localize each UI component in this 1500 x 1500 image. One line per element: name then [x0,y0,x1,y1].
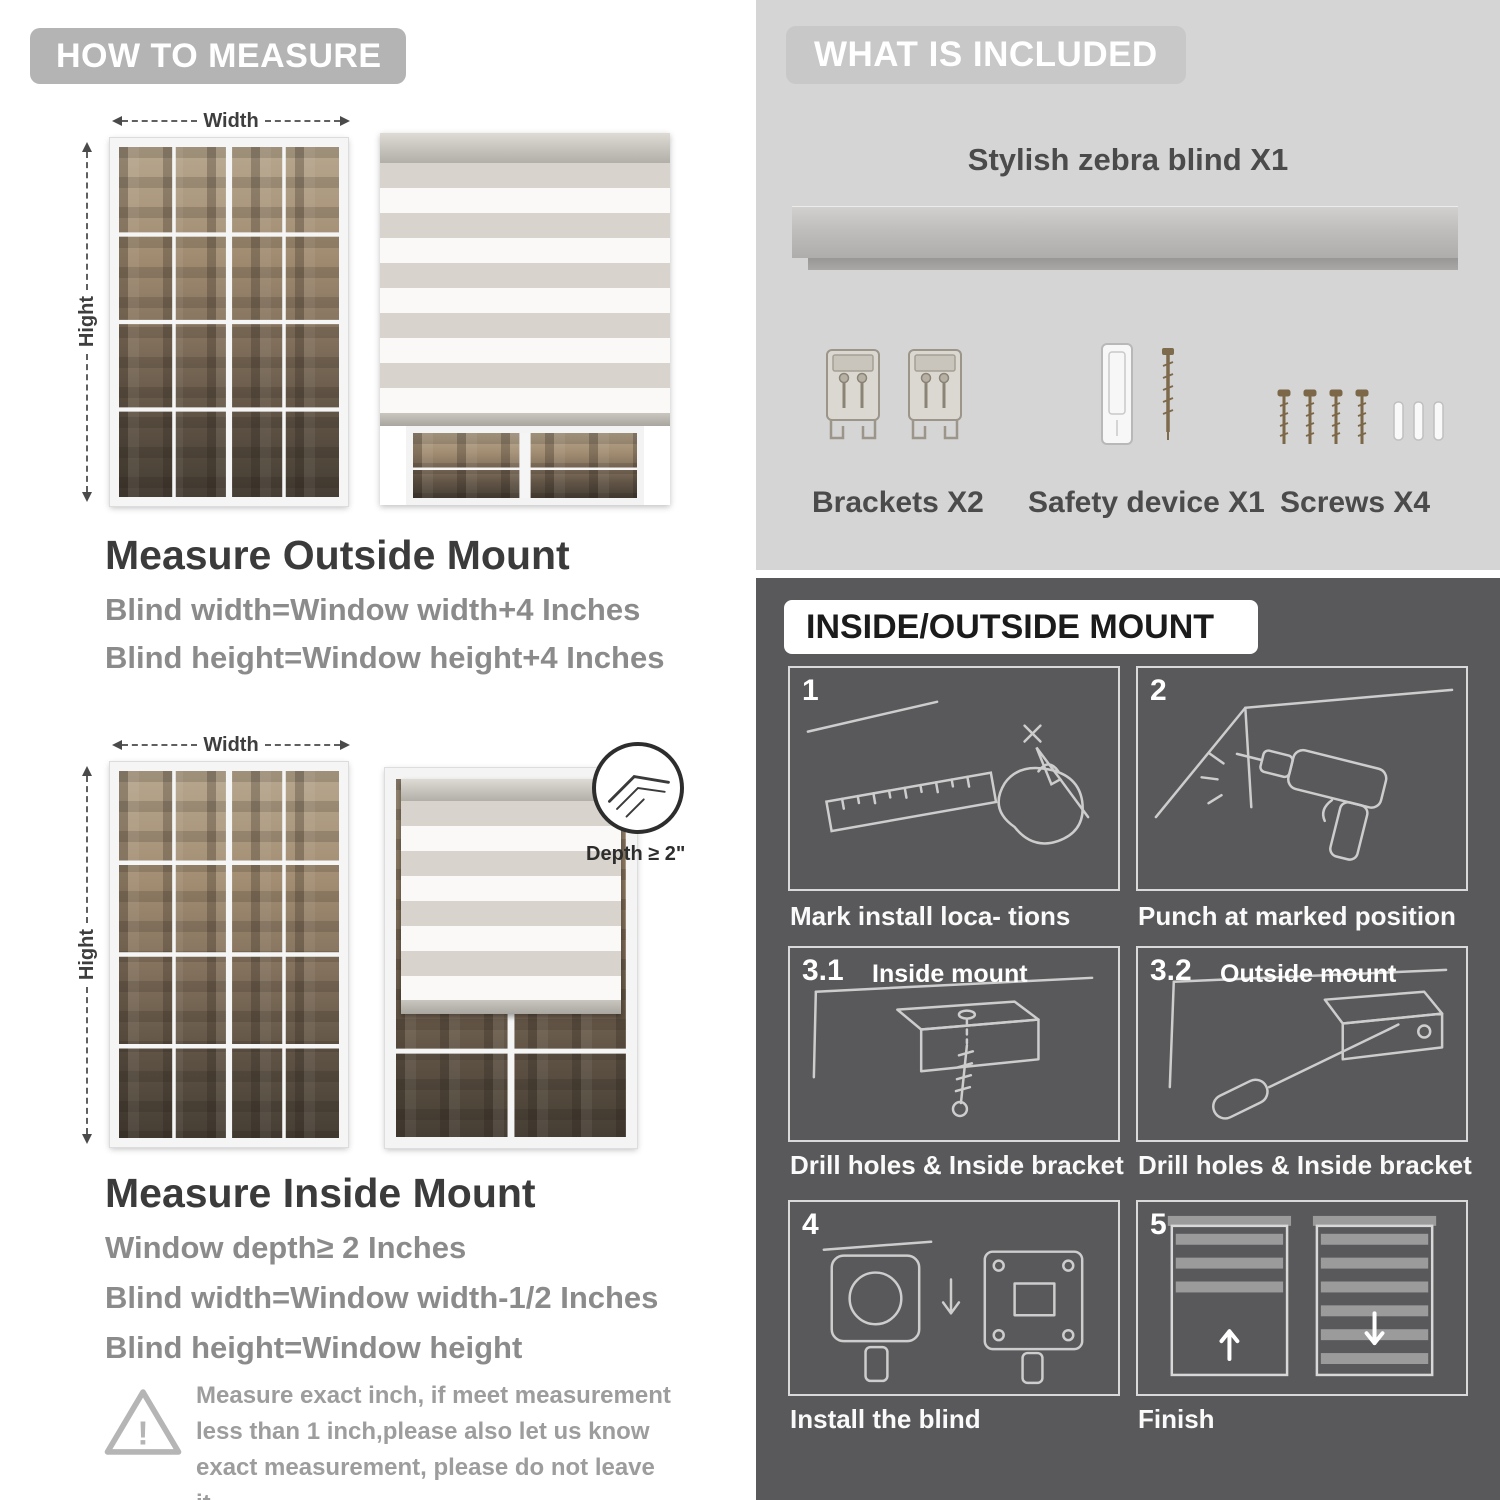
step-panel-5: 5 [1136,1200,1468,1396]
height-label: Hight [75,929,98,981]
dashed-line [86,776,88,924]
arrowhead-down-icon [82,1134,92,1144]
bracket-icon [908,349,962,440]
width-label: Width [203,733,259,756]
dashed-line [264,744,341,746]
inside-mount-line-2: Blind width=Window width-1/2 Inches [105,1280,659,1315]
height-arrow-outside: Hight [76,142,98,502]
zebra-blind-headrail-image [792,206,1458,270]
included-section: WHAT IS INCLUDED Stylish zebra blind X1 [756,0,1500,570]
blind-bottomrail [380,413,670,426]
step-caption-1: Mark install loca- tions [790,901,1071,931]
dashed-line [122,120,198,122]
step-caption-4: Install the blind [790,1404,981,1434]
how-to-measure-title: HOW TO MEASURE [56,36,382,75]
width-label: Width [203,109,259,132]
step-panel-1: 1 [788,666,1120,891]
step-title: Outside mount [1220,960,1397,988]
step-caption-3-1: Drill holes & Inside bracket [790,1150,1124,1180]
dashed-line [86,986,88,1134]
inside-bracket-icon [812,976,1094,1118]
window-photo-outside [110,138,348,506]
outside-mount-line-2: Blind height=Window height+4 Inches [105,640,665,675]
blind-bottomrail [401,1000,621,1014]
arrowhead-up-icon [82,142,92,152]
brackets-label: Brackets X2 [812,486,984,519]
step-caption-2: Punch at marked position [1138,901,1456,931]
dashed-line [86,353,88,492]
arrowhead-right-icon [340,116,351,126]
outside-bracket-icon [1168,968,1448,1120]
window-muntins-icon [413,433,637,498]
step-number: 3.2 [1150,954,1192,987]
dashed-line [264,120,341,122]
dashed-line [86,152,88,291]
step-panel-3-2: 3.2 Outside mount [1136,946,1468,1142]
step-number: 1 [802,674,819,707]
inner-zebra-blind [401,779,621,1014]
safety-device-icon [1101,343,1174,445]
mount-section: INSIDE/OUTSIDE MOUNT 1 [756,578,1500,1500]
mark-locations-icon [806,700,1090,845]
finish-blinds-icon [1167,1215,1437,1377]
window-under-blind [406,426,644,505]
window-muntins-icon [119,147,339,497]
window-muntins-icon [119,771,339,1138]
outside-mount-heading: Measure Outside Mount [105,532,570,578]
depth-callout-circle [592,742,684,834]
zebra-blind-outside-illustration [380,133,670,505]
drill-icon [1154,688,1454,861]
window-photo-inside [110,762,348,1147]
depth-label: Depth ≥ 2" [586,843,686,865]
screws-icon [1277,389,1444,444]
step-caption-5: Finish [1138,1404,1215,1434]
height-arrow-inside: Hight [76,766,98,1144]
warning-triangle-icon: ! [104,1389,182,1455]
arrowhead-left-icon [112,740,122,750]
inside-mount-line-3: Blind height=Window height [105,1330,523,1365]
step-panel-4: 4 [788,1200,1120,1396]
what-is-included-title: WHAT IS INCLUDED [814,35,1158,74]
mount-banner: INSIDE/OUTSIDE MOUNT [784,600,1258,654]
inside-mount-heading: Measure Inside Mount [105,1170,536,1216]
how-to-measure-banner: HOW TO MEASURE [30,28,406,84]
product-label: Stylish zebra blind X1 [967,142,1289,177]
install-blind-icon [822,1240,1084,1385]
step-title: Inside mount [872,960,1028,988]
step-number: 4 [802,1208,819,1241]
zebra-blind-inside-illustration [385,768,637,1148]
inside-mount-line-1: Window depth≥ 2 Inches [105,1230,467,1265]
mount-title: INSIDE/OUTSIDE MOUNT [806,607,1215,646]
arrowhead-right-icon [340,740,351,750]
blind-headrail [401,779,621,801]
dashed-line [122,744,198,746]
depth-zoom-icon [608,775,670,818]
measure-note: Measure exact inch, if meet measurement … [196,1382,671,1500]
width-arrow-outside: Width [112,109,351,132]
outside-mount-line-1: Blind width=Window width+4 Inches [105,592,641,627]
blind-stripes [401,801,621,1000]
blind-stripes [380,163,670,413]
step-number: 2 [1150,674,1167,707]
warning-exclamation: ! [137,1415,148,1452]
headrail-lip [808,258,1458,270]
safety-device-label: Safety device X1 [1028,486,1265,519]
width-arrow-inside: Width [112,733,351,756]
arrowhead-left-icon [112,116,122,126]
step-caption-3-2: Drill holes & Inside bracket [1138,1150,1472,1180]
arrowhead-down-icon [82,492,92,502]
step-panel-3-1: 3.1 Inside mount [788,946,1120,1142]
blind-headrail [380,133,670,163]
screws-label: Screws X4 [1280,486,1431,519]
step-panel-2: 2 [1136,666,1468,891]
step-number: 5 [1150,1208,1167,1241]
step-number: 3.1 [802,954,844,987]
height-label: Hight [75,296,98,348]
arrowhead-up-icon [82,766,92,776]
bracket-icon [826,349,880,440]
what-is-included-banner: WHAT IS INCLUDED [786,26,1186,84]
